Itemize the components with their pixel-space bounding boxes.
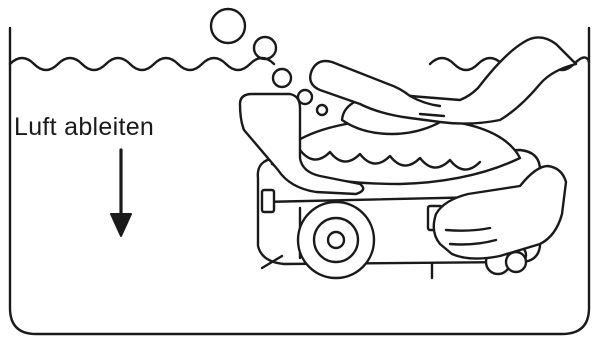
bubble — [211, 9, 245, 43]
side-slot — [262, 190, 274, 212]
bubble — [273, 69, 291, 87]
bubble — [254, 37, 276, 59]
bubble — [317, 105, 327, 115]
instruction-label: Luft ableiten — [14, 113, 154, 142]
front-wheel-center — [328, 232, 344, 248]
down-arrow-icon — [111, 150, 131, 236]
rear-wheel — [506, 252, 526, 272]
